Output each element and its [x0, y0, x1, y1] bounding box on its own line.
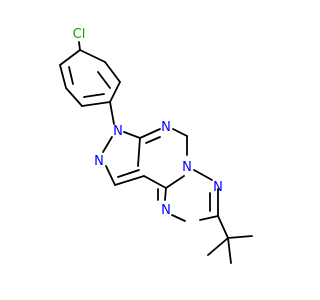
bond	[227, 237, 232, 264]
molecule-structure: Cl N N N N N N	[59, 27, 253, 264]
bond	[59, 64, 67, 89]
bond	[207, 237, 229, 256]
nitrogen-atom-label: N	[161, 203, 171, 218]
nitrogen-atom: N	[94, 154, 104, 169]
bond	[143, 175, 167, 189]
bond	[104, 61, 121, 83]
structure-drawing: Cl N N N N N N	[59, 27, 253, 264]
bond	[199, 215, 219, 221]
bond	[79, 49, 106, 63]
bonds	[59, 41, 253, 264]
nitrogen-atom-label: N	[161, 120, 171, 135]
nitrogen-atom-label: N	[182, 160, 192, 175]
bond	[65, 87, 83, 107]
bond	[59, 49, 81, 66]
bond	[78, 41, 81, 51]
nitrogen-atom: N	[161, 120, 171, 135]
nitrogen-atom-label: N	[113, 124, 123, 139]
bond	[83, 93, 105, 98]
bond	[109, 81, 121, 103]
bond	[81, 101, 111, 107]
bond	[68, 66, 74, 85]
bond	[145, 136, 161, 144]
bond	[117, 169, 140, 178]
bond	[123, 131, 141, 139]
nitrogen-atom-label: N	[94, 154, 104, 169]
bond	[217, 215, 229, 239]
bond	[97, 71, 111, 89]
chlorine-atom: Cl	[73, 27, 86, 42]
bond	[114, 175, 145, 186]
bond	[227, 235, 253, 239]
bond	[164, 187, 167, 201]
atom-labels: Cl N N N N N N	[73, 27, 223, 218]
nitrogen-atom: N	[113, 124, 123, 139]
bond	[165, 175, 185, 189]
bond	[105, 165, 116, 186]
nitrogen-atom: N	[213, 180, 223, 195]
bond	[109, 101, 115, 125]
bond	[102, 136, 113, 153]
bond	[172, 128, 188, 137]
bond	[193, 169, 213, 181]
bond	[139, 128, 161, 139]
bond	[137, 137, 141, 167]
chlorine-atom-label: Cl	[73, 27, 86, 42]
nitrogen-atom: N	[182, 160, 192, 175]
bond	[171, 214, 186, 222]
nitrogen-atom: N	[161, 203, 171, 218]
nitrogen-atom-label: N	[213, 180, 223, 195]
